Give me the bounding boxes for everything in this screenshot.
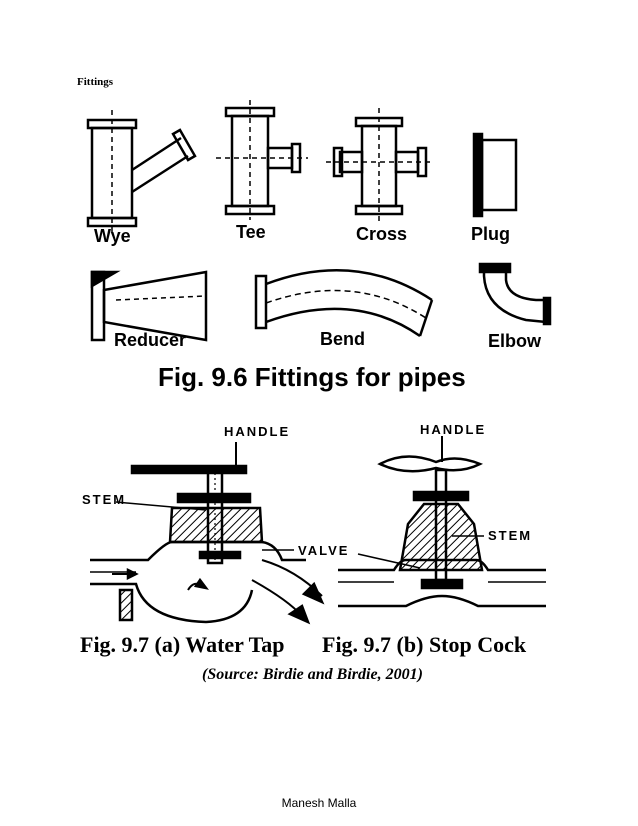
elbow-drawing <box>478 262 552 326</box>
page-footer-author: Manesh Malla <box>281 796 357 810</box>
cross-label: Cross <box>356 224 408 244</box>
cross-drawing <box>326 108 434 222</box>
stem-label-left: STEM <box>82 492 127 507</box>
tap-cock-illustration <box>90 436 546 625</box>
caption-water-tap: Fig. 9.7 (a) Water Tap <box>80 632 285 657</box>
caption-stop-cock: Fig. 9.7 (b) Stop Cock <box>322 632 527 657</box>
figure-fittings-for-pipes: Wye Tee Cross Plug Reducer Bend Elbow Fi… <box>76 100 560 395</box>
handle-label-left: HANDLE <box>224 424 291 439</box>
wye-label: Wye <box>94 226 131 246</box>
valve-label: VALVE <box>298 543 350 558</box>
stop-cock-drawing <box>338 436 546 608</box>
fittings-illustration <box>86 100 552 342</box>
reducer-label: Reducer <box>114 330 187 350</box>
section-heading: Fittings <box>77 76 114 88</box>
reducer-drawing <box>90 270 208 342</box>
handle-label-right: HANDLE <box>420 422 487 437</box>
bend-drawing <box>254 269 434 338</box>
water-tap-drawing <box>90 442 325 625</box>
wye-drawing <box>86 110 197 235</box>
plug-label: Plug <box>471 224 510 244</box>
stem-label-right: STEM <box>488 528 533 543</box>
bend-label: Bend <box>320 329 365 349</box>
figure-water-tap-stop-cock: HANDLE HANDLE STEM STEM VALVE Fig. 9.7 (… <box>76 410 560 695</box>
figure-caption: Fig. 9.6 Fittings for pipes <box>158 362 466 392</box>
tee-drawing <box>216 100 308 220</box>
plug-drawing <box>472 132 518 218</box>
tee-label: Tee <box>236 222 266 242</box>
source-citation: (Source: Birdie and Birdie, 2001) <box>202 666 423 683</box>
elbow-label: Elbow <box>488 331 541 351</box>
